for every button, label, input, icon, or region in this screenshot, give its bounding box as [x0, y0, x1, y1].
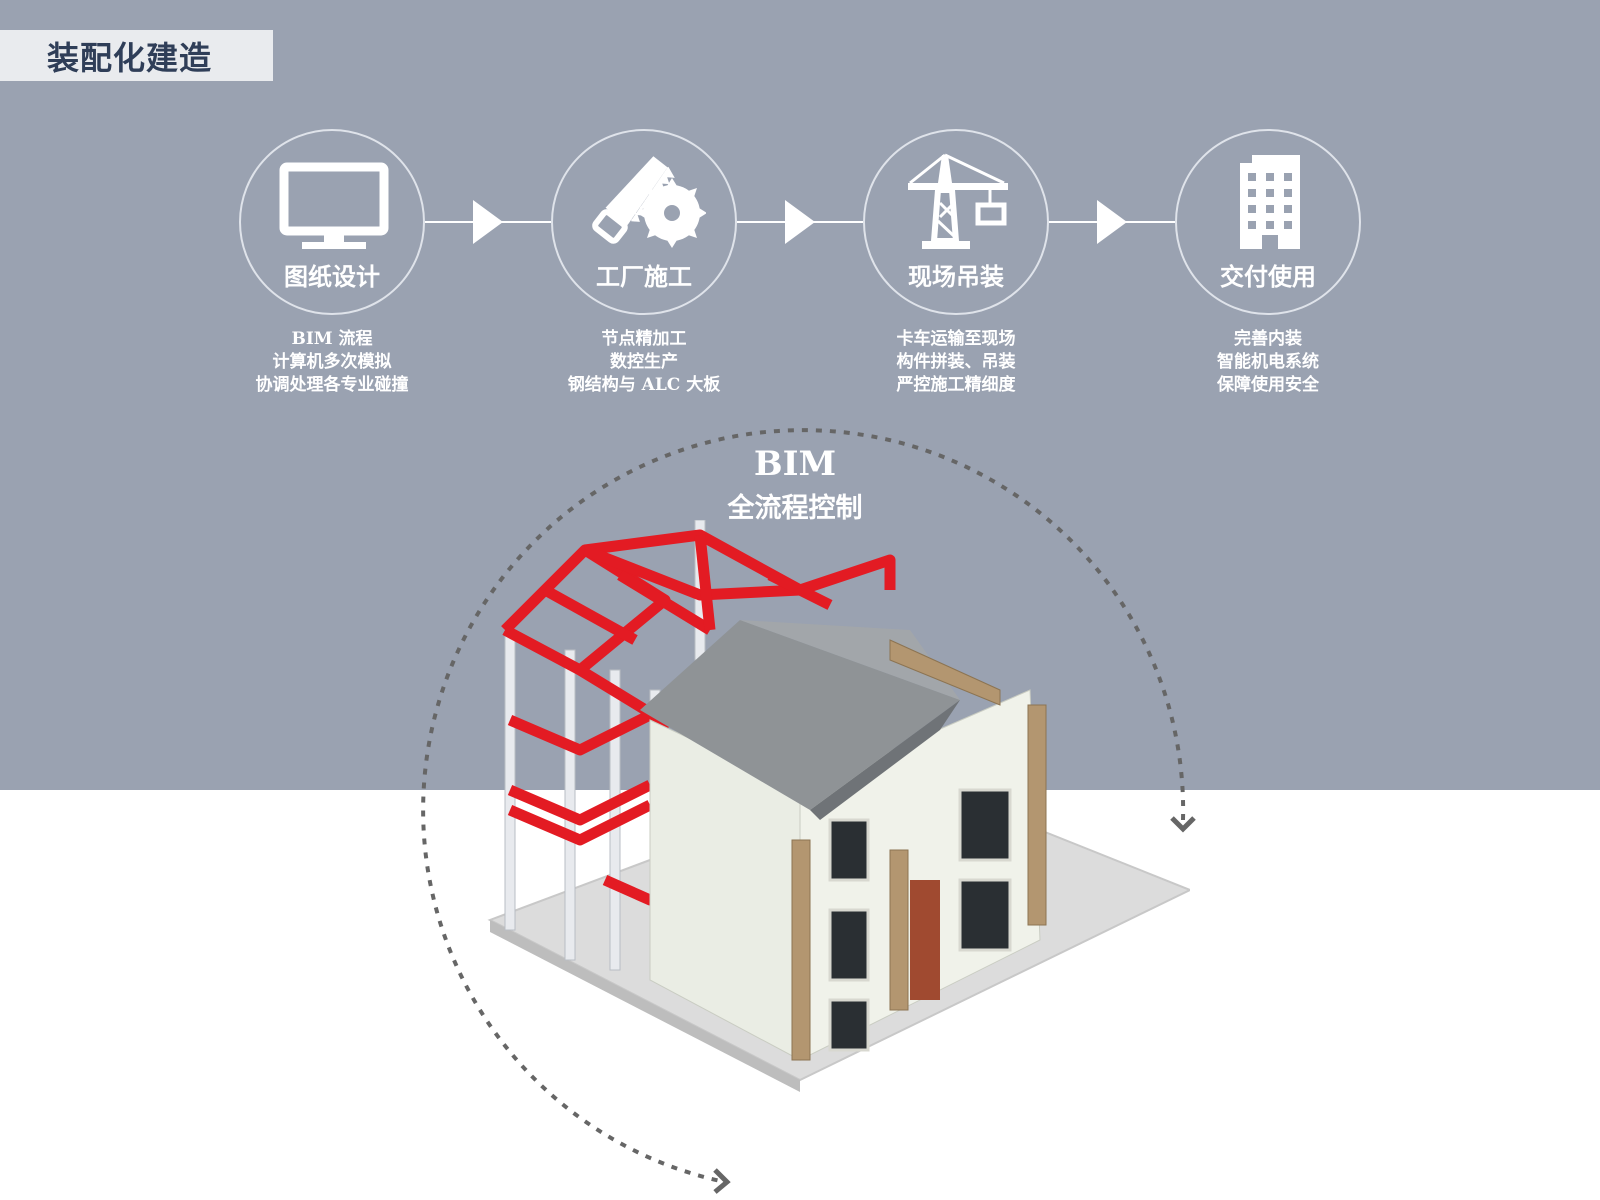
tower-crane-icon: [908, 153, 1008, 249]
stone-pilasters: [791, 639, 1047, 1061]
red-steel-frame: [501, 529, 896, 906]
step-label: 图纸设计: [284, 262, 380, 291]
entrance-door: [910, 880, 940, 1000]
step-label: 工厂施工: [596, 262, 692, 291]
arrow-icon: [425, 200, 551, 244]
arc-arrowhead-icon: [1170, 816, 1196, 833]
desc-line: 计算机多次模拟: [272, 352, 392, 372]
step-description: 节点精加工 数控生产 钢结构与 ALC 大板: [524, 328, 764, 397]
desc-line: 构件拼装、吊装: [896, 352, 1016, 372]
desc-line: BIM 流程: [291, 329, 373, 349]
page-title: 装配化建造: [47, 39, 213, 77]
step-factory: 工厂施工: [551, 129, 737, 315]
step-onsite: 现场吊装: [863, 129, 1049, 315]
arc-arrowhead-icon: [713, 1168, 731, 1194]
bim-title: BIM: [753, 444, 837, 484]
step-description: 卡车运输至现场 构件拼装、吊装 严控施工精细度: [836, 328, 1076, 397]
monitor-icon: [279, 162, 389, 249]
step-delivery: 交付使用: [1175, 129, 1361, 315]
desc-line: 卡车运输至现场: [896, 329, 1016, 349]
desc-line: 协调处理各专业碰撞: [255, 375, 409, 395]
house-roof: [640, 620, 960, 810]
step-design: 图纸设计: [239, 129, 425, 315]
step-label: 现场吊装: [908, 262, 1004, 291]
desc-line: 钢结构与 ALC 大板: [567, 375, 721, 395]
desc-line: 节点精加工: [601, 329, 687, 349]
title-bar: [0, 30, 273, 81]
windows: [828, 788, 1012, 1052]
desc-line: 完善内装: [1234, 329, 1302, 349]
step-label: 交付使用: [1220, 262, 1316, 291]
step-description: BIM 流程 计算机多次模拟 协调处理各专业碰撞: [212, 328, 452, 397]
arrow-icon: [737, 200, 863, 244]
desc-line: 保障使用安全: [1217, 375, 1319, 395]
desc-line: 智能机电系统: [1217, 352, 1319, 372]
saw-blade-icon: [592, 156, 706, 248]
step-description: 完善内装 智能机电系统 保障使用安全: [1148, 328, 1388, 397]
office-building-icon: [1240, 155, 1300, 249]
bim-subtitle: 全流程控制: [727, 493, 863, 524]
desc-line: 数控生产: [610, 352, 678, 372]
desc-line: 严控施工精细度: [896, 375, 1016, 395]
arrow-icon: [1049, 200, 1175, 244]
building-illustration: [487, 520, 1190, 1092]
